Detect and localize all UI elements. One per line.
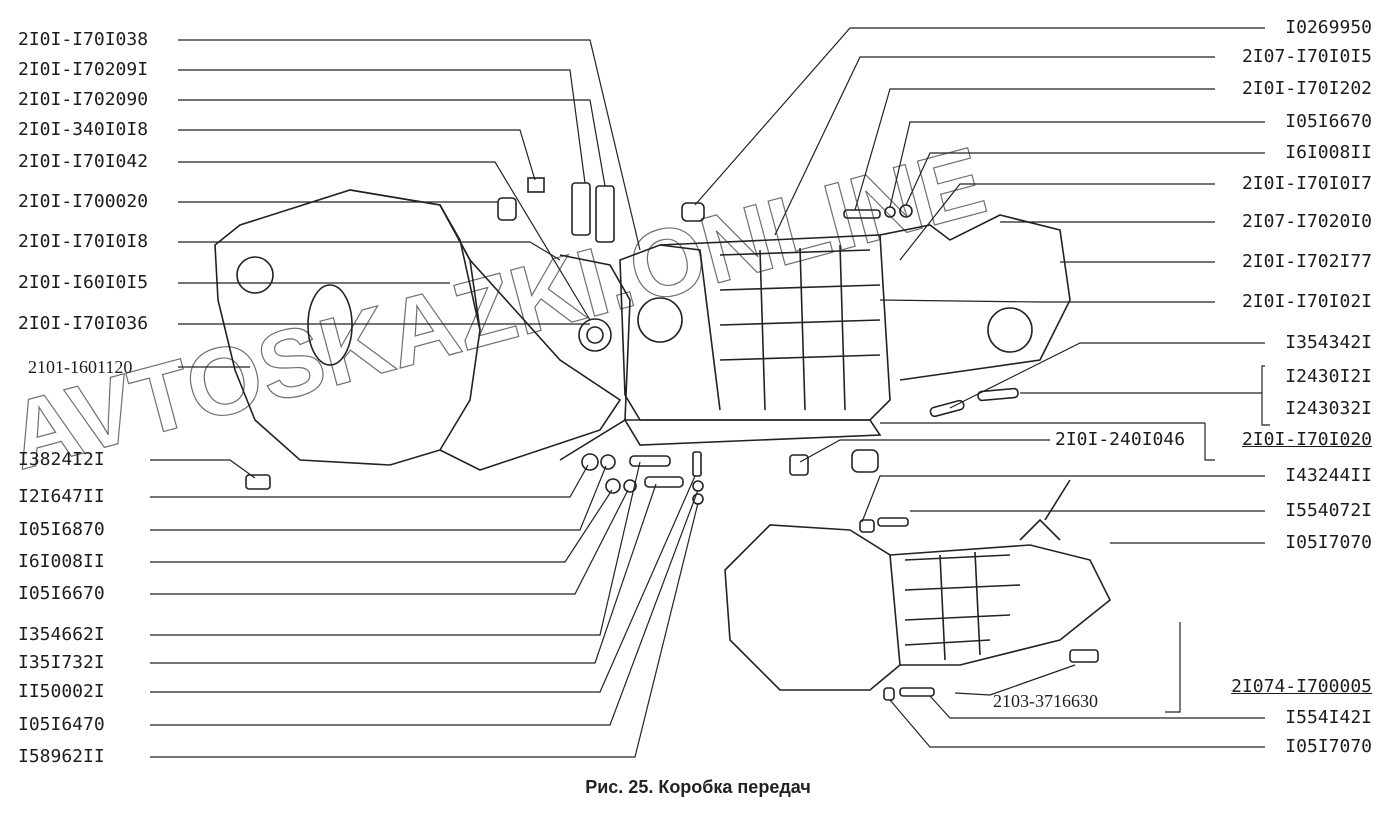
part-label: 2I07-I70I0I5 — [1241, 46, 1372, 67]
part-label: I354342I — [1285, 332, 1372, 353]
part-label: I05I6670 — [18, 583, 105, 604]
leader-lines — [150, 27, 1270, 758]
part-label: 2I0I-I70I0I7 — [1241, 173, 1372, 194]
part-label: I3824I2I — [18, 449, 105, 470]
part-label: 2I0I-I60I0I5 — [18, 272, 149, 293]
part-label: I43244II — [1285, 465, 1372, 486]
gearbox-case-drawing — [578, 214, 1071, 446]
part-label: I354662I — [18, 624, 105, 645]
part-label: I05I7070 — [1285, 532, 1372, 553]
part-label: I35I732I — [18, 652, 105, 673]
part-label: II50002I — [18, 681, 105, 702]
part-label: 2103-3716630 — [993, 691, 1098, 711]
part-label: I554072I — [1285, 500, 1372, 521]
part-label: 2I0I-I70I042 — [18, 151, 149, 172]
part-label: I2I647II — [18, 486, 105, 507]
part-label: I05I6470 — [18, 714, 105, 735]
part-label: I6I008II — [1285, 142, 1372, 163]
part-label: 2I0I-I702090 — [18, 89, 149, 110]
part-label: I05I7070 — [1285, 736, 1372, 757]
part-label: 2101-1601120 — [28, 357, 133, 377]
part-label: I58962II — [18, 746, 105, 767]
assembly-label: 2I074-I700005 — [1231, 676, 1372, 697]
part-label: 2I0I-I70I02I — [1241, 291, 1372, 312]
part-label: 2I0I-I70I036 — [18, 313, 149, 334]
part-label: 2I0I-340I0I8 — [18, 119, 149, 140]
assembled-gearbox-drawing — [724, 479, 1112, 701]
clutch-housing-drawing — [214, 189, 631, 471]
part-label: 2I07-I7020I0 — [1241, 211, 1372, 232]
part-label: 2I0I-I700020 — [18, 191, 149, 212]
part-label: 2I0I-I70209I — [18, 59, 149, 80]
small-parts-drawing — [245, 177, 1019, 505]
part-label: I05I6670 — [1285, 111, 1372, 132]
part-label: 2I0I-I702I77 — [1241, 251, 1372, 272]
part-label: 2I0I-240I046 — [1055, 429, 1186, 450]
figure-caption: Рис. 25. Коробка передач — [585, 777, 811, 797]
part-label: I05I6870 — [18, 519, 105, 540]
part-label: 2I0I-I70I0I8 — [18, 231, 149, 252]
part-label: I243032I — [1285, 398, 1372, 419]
part-label: I554I42I — [1285, 707, 1372, 728]
part-label: I0269950 — [1285, 17, 1372, 38]
assembly-label: 2I0I-I70I020 — [1241, 429, 1372, 450]
part-label: I2430I2I — [1285, 366, 1372, 387]
part-label: I6I008II — [18, 551, 105, 572]
part-label: 2I0I-I70I202 — [1241, 78, 1372, 99]
part-label: 2I0I-I70I038 — [18, 29, 149, 50]
